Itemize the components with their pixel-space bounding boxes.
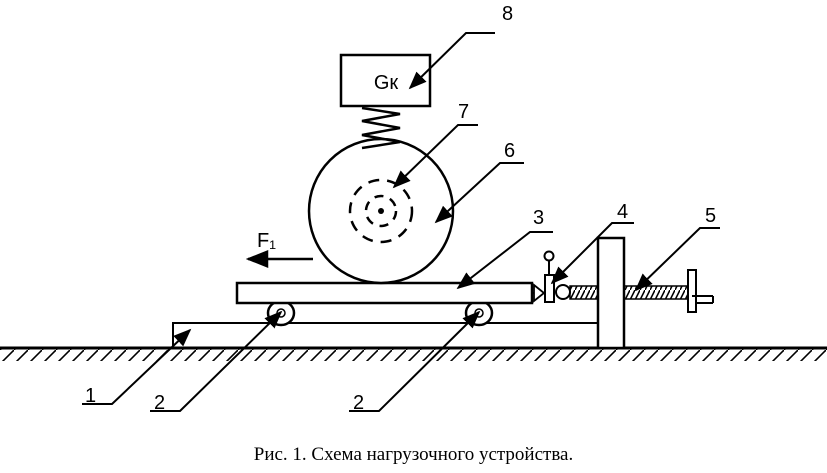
label-3: 3 bbox=[533, 207, 544, 229]
label-2-left: 2 bbox=[154, 392, 165, 414]
leader-lines bbox=[82, 32, 720, 412]
ground bbox=[0, 346, 827, 361]
figure-caption: Рис. 1. Схема нагрузочного устройства. bbox=[253, 444, 574, 465]
force-label: F₁ bbox=[257, 230, 276, 252]
moving-platform bbox=[235, 281, 534, 305]
label-7: 7 bbox=[458, 101, 469, 123]
label-6: 6 bbox=[504, 140, 515, 162]
label-2-right: 2 bbox=[353, 392, 364, 414]
base-plate bbox=[172, 322, 598, 348]
vertical-stand bbox=[596, 236, 626, 350]
wheel bbox=[307, 137, 455, 285]
label-5: 5 bbox=[705, 205, 716, 227]
label-1: 1 bbox=[85, 385, 96, 407]
weight-label: Gк bbox=[374, 72, 399, 94]
load-spring bbox=[361, 106, 401, 150]
label-4: 4 bbox=[617, 201, 628, 223]
force-sensor bbox=[532, 250, 571, 303]
label-8: 8 bbox=[502, 3, 513, 25]
loading-screw bbox=[569, 269, 714, 313]
